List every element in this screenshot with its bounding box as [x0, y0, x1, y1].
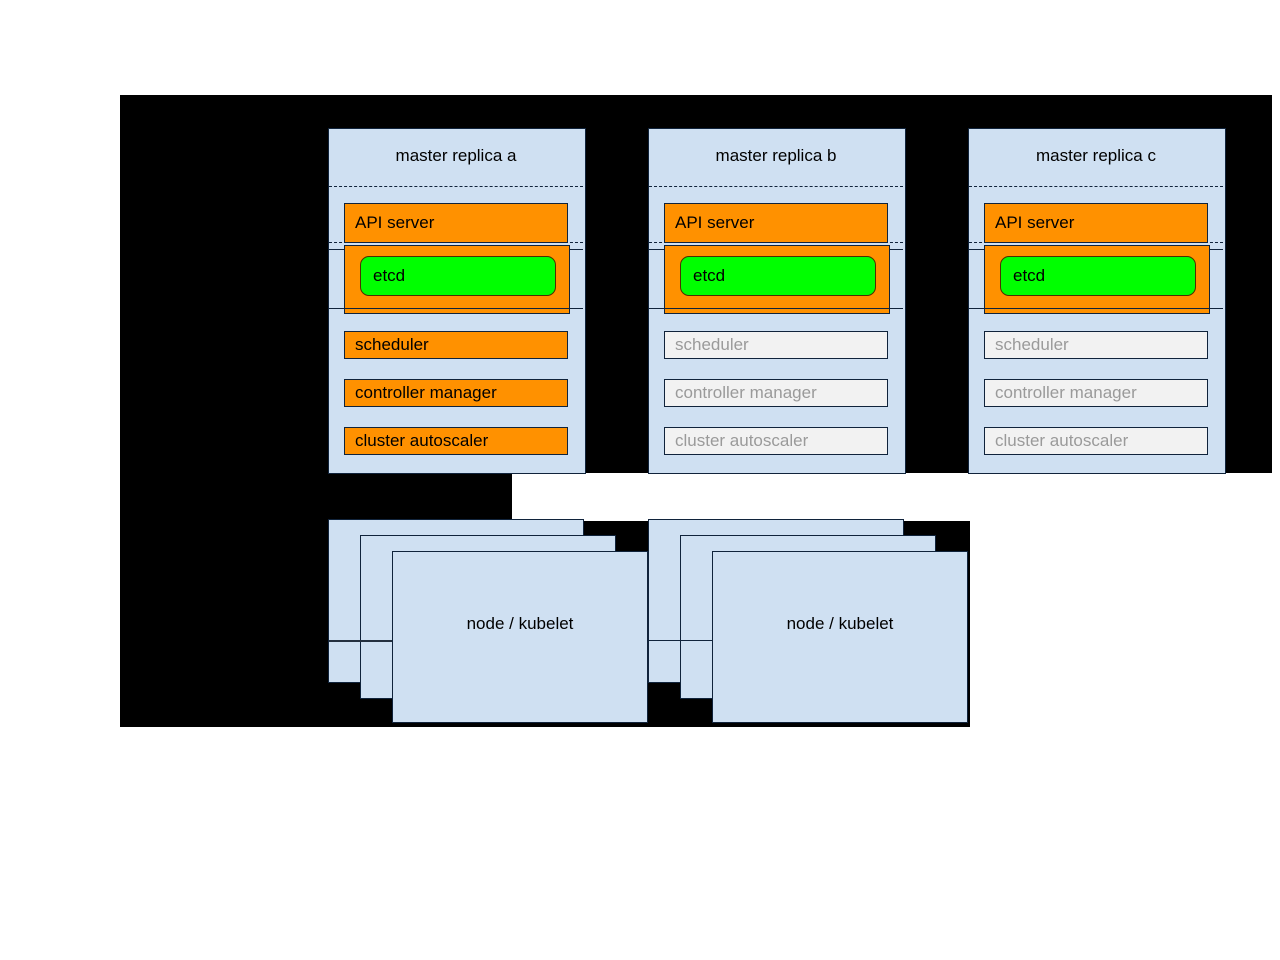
replica-c-dash-top: [969, 186, 1223, 187]
master-a-api-server[interactable]: API server: [344, 203, 568, 243]
replica-a-line-lower: [329, 308, 583, 309]
replica-a-dash-mid: [329, 242, 583, 243]
node-2-label: node / kubelet: [786, 614, 894, 633]
master-c-etcd[interactable]: etcd: [1000, 256, 1196, 296]
master-replica-c-title: master replica c: [1036, 146, 1156, 165]
master-c-controller-manager[interactable]: controller manager: [984, 379, 1208, 407]
backdrop-middle-left: [120, 473, 512, 521]
master-b-api-server[interactable]: API server: [664, 203, 888, 243]
master-b-scheduler[interactable]: scheduler: [664, 331, 888, 359]
master-c-api-server[interactable]: API server: [984, 203, 1208, 243]
master-b-cluster-autoscaler[interactable]: cluster autoscaler: [664, 427, 888, 455]
replica-c-line-lower: [969, 308, 1223, 309]
replica-c-dash-mid: [969, 242, 1223, 243]
master-replica-a-title: master replica a: [395, 146, 517, 165]
replica-b-dash-mid: [649, 242, 903, 243]
master-replica-b-title: master replica b: [715, 146, 837, 165]
master-a-cluster-autoscaler[interactable]: cluster autoscaler: [344, 427, 568, 455]
replica-b-dash-top: [649, 186, 903, 187]
master-c-cluster-autoscaler[interactable]: cluster autoscaler: [984, 427, 1208, 455]
replica-b-line-lower: [649, 308, 903, 309]
master-a-etcd[interactable]: etcd: [360, 256, 556, 296]
master-c-scheduler[interactable]: scheduler: [984, 331, 1208, 359]
replica-a-dash-top: [329, 186, 583, 187]
master-b-controller-manager[interactable]: controller manager: [664, 379, 888, 407]
master-b-etcd[interactable]: etcd: [680, 256, 876, 296]
node-1-label: node / kubelet: [466, 614, 574, 633]
master-a-scheduler[interactable]: scheduler: [344, 331, 568, 359]
node-2-front[interactable]: node / kubelet: [712, 551, 968, 723]
node-1-front[interactable]: node / kubelet: [392, 551, 648, 723]
master-a-controller-manager[interactable]: controller manager: [344, 379, 568, 407]
